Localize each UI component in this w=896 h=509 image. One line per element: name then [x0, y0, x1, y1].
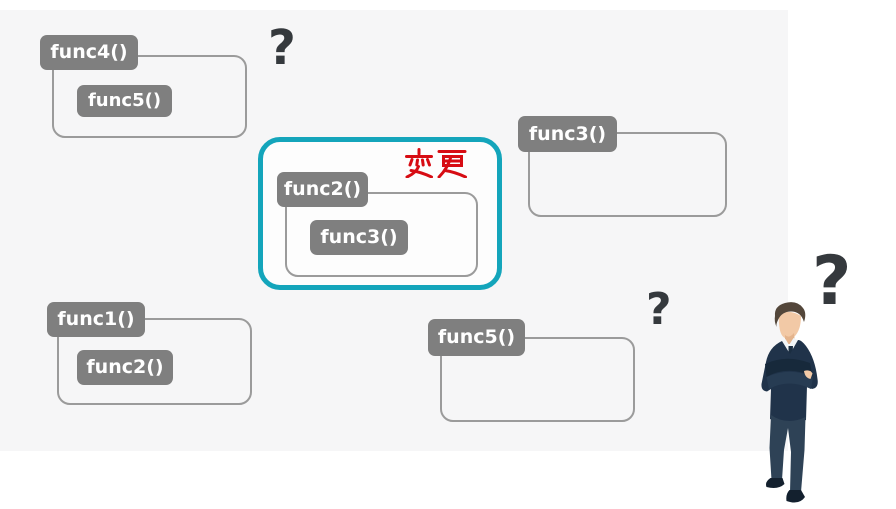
func1-scope-box: [57, 318, 252, 405]
question-mark-top-left: ?: [268, 20, 296, 76]
func3-label-tag: func3(): [310, 220, 408, 255]
person-hand: [804, 370, 813, 379]
func4-scope-box: [52, 55, 247, 138]
change-annotation-kanji: 変更: [404, 148, 468, 178]
func3-outer-label-tag: func3(): [518, 116, 617, 152]
person-hair: [774, 302, 806, 327]
question-mark-bottom-center: ?: [646, 284, 672, 335]
func3-scope-box: [528, 132, 727, 217]
thinking-person-illustration: [761, 302, 818, 503]
func5-label-tag: func5(): [77, 85, 172, 117]
change-annotation-strokes: [405, 148, 467, 178]
person-shoe-right: [786, 490, 805, 503]
func2-label-tag: func2(): [277, 172, 368, 207]
person-shoe-left: [766, 478, 785, 488]
func4-label-tag: func4(): [40, 35, 138, 70]
func1-label-tag: func1(): [47, 302, 145, 337]
func2-scope-box: [285, 192, 478, 277]
func2-inner-label-tag: func2(): [77, 350, 173, 385]
person-face: [778, 311, 801, 340]
person-trousers: [769, 415, 806, 492]
func5-scope-box: [440, 337, 635, 422]
func5-outer-label-tag: func5(): [428, 319, 525, 356]
question-mark-person: ?: [812, 242, 852, 321]
person-arm-lower: [766, 371, 813, 389]
person-arm-upper: [765, 358, 813, 377]
